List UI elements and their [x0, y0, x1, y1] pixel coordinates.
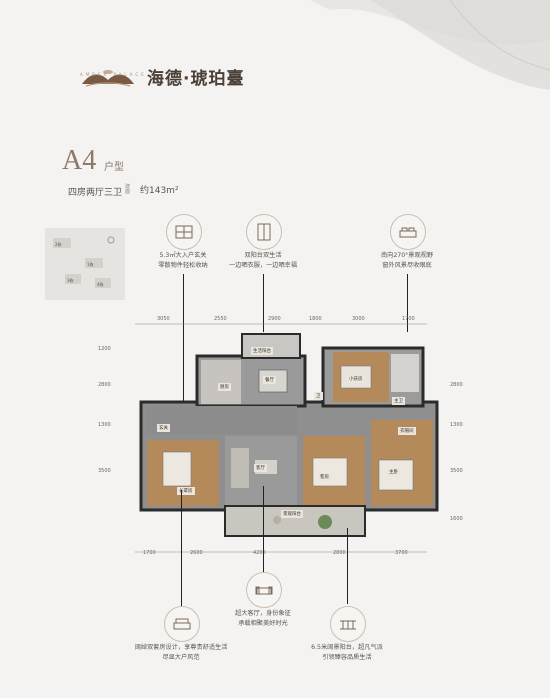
dim-bottom-5: 3700 — [395, 550, 408, 556]
room-label-dining: 餐厅 — [263, 376, 276, 384]
feature-top-3-line2: 窗外风景尽收眼底 — [382, 262, 432, 269]
room-label-service-balcony: 生活阳台 — [251, 347, 273, 355]
room-label-master-bath: 主卫 — [392, 397, 405, 405]
feature-top-1-line1: 5.3㎡大入户玄关 — [159, 252, 207, 259]
dim-bottom-3: 4200 — [253, 550, 266, 556]
feature-bottom-2-line2: 承载相聚美好时光 — [238, 620, 288, 627]
room-label-bath: 卫 — [314, 392, 323, 400]
dim-top-1: 3050 — [157, 316, 170, 322]
dim-left-1: 1200 — [98, 346, 111, 352]
double-bed-icon — [164, 606, 200, 642]
dim-left-2: 2800 — [98, 382, 111, 388]
room-label-kitchen: 厨房 — [218, 383, 231, 391]
dim-top-2: 2550 — [214, 316, 227, 322]
dim-right-1: 2800 — [450, 382, 463, 388]
feature-bottom-2-line1: 超大客厅，身份象征 — [235, 610, 291, 617]
dim-left-3: 1300 — [98, 422, 111, 428]
decorative-wave — [310, 0, 550, 90]
leader-line — [183, 274, 184, 404]
room-label-entry: 玄关 — [157, 424, 170, 432]
balcony-door-icon — [246, 214, 282, 250]
dim-top-3: 2900 — [268, 316, 281, 322]
leader-line — [181, 490, 182, 608]
brand-name-cn: 海德·琥珀臺 — [147, 69, 245, 89]
unit-code: A4 — [62, 145, 97, 176]
dim-right-2: 1300 — [450, 422, 463, 428]
feature-bottom-1-line2: 尽显大户风范 — [162, 654, 200, 661]
leader-line — [407, 274, 408, 332]
room-label-elder: 长辈房 — [177, 487, 195, 495]
room-label-living: 客厅 — [254, 464, 267, 472]
dim-bottom-1: 1700 — [143, 550, 156, 556]
dim-top-4: 1800 — [309, 316, 322, 322]
mini-plan-label-4: 4栋 — [97, 281, 104, 287]
balcony-icon — [330, 606, 366, 642]
room-label-view-balcony: 景观阳台 — [281, 510, 303, 518]
room-label-guest: 客房 — [318, 473, 331, 481]
mini-plan-label-1: 1栋 — [87, 261, 94, 267]
dim-top-5: 3000 — [352, 316, 365, 322]
area-value: 约143m² — [140, 186, 179, 196]
leader-line — [263, 274, 264, 332]
feature-top-2: 双阳台双生活 一边晒衣服，一边晒幸福 — [203, 251, 323, 271]
leader-line — [263, 486, 264, 574]
dim-top-6: 1700 — [402, 316, 415, 322]
feature-top-1-line2: 零散物件轻松收纳 — [158, 262, 208, 269]
dim-left-4: 3500 — [98, 468, 111, 474]
unit-layout: 四房两厅三卫 — [68, 188, 123, 198]
dim-bottom-4: 2800 — [333, 550, 346, 556]
brand-name-en: AMBER PALACE — [80, 72, 147, 77]
sofa-icon — [246, 572, 282, 608]
feature-bottom-3-line1: 6.5米阔景阳台，超凡气派 — [311, 644, 383, 651]
dim-right-4: 1600 — [450, 516, 463, 522]
unit-suffix: 户型 — [104, 162, 124, 173]
feature-bottom-1: 阔绰双套房设计，享尊贵舒适生活 尽显大户风范 — [121, 643, 241, 663]
mini-plan-label-3: 3栋 — [67, 277, 74, 283]
feature-top-2-line2: 一边晒衣服，一边晒幸福 — [228, 262, 298, 269]
feature-bottom-2: 超大客厅，身份象征 承载相聚美好时光 — [203, 609, 323, 629]
mini-plan-label-2: 2栋 — [55, 241, 62, 247]
feature-bottom-1-line1: 阔绰双套房设计，享尊贵舒适生活 — [134, 644, 228, 651]
brand-logo-icon — [82, 70, 134, 87]
bed-icon — [390, 214, 426, 250]
feature-top-3: 南向270°景观视野 窗外风景尽收眼底 — [347, 251, 467, 271]
room-label-master: 主卧 — [387, 468, 400, 476]
feature-top-2-line1: 双阳台双生活 — [244, 252, 282, 259]
feature-top-3-line1: 南向270°景观视野 — [380, 252, 434, 259]
room-label-kids-room: 小孩房 — [347, 375, 365, 383]
dim-right-3: 3500 — [450, 468, 463, 474]
room-label-wardrobe: 衣帽间 — [398, 427, 416, 435]
feature-bottom-3-line2: 引领臻容品质生活 — [322, 654, 372, 661]
cabinet-icon — [166, 214, 202, 250]
area-label: 建面 — [125, 184, 131, 195]
site-mini-plan: 1栋 2栋 3栋 4栋 — [45, 228, 125, 300]
feature-top-1: 5.3㎡大入户玄关 零散物件轻松收纳 — [123, 251, 243, 271]
feature-bottom-3: 6.5米阔景阳台，超凡气派 引领臻容品质生活 — [287, 643, 407, 663]
leader-line — [347, 528, 348, 604]
dim-bottom-2: 2600 — [190, 550, 203, 556]
floor-plan — [135, 323, 439, 553]
